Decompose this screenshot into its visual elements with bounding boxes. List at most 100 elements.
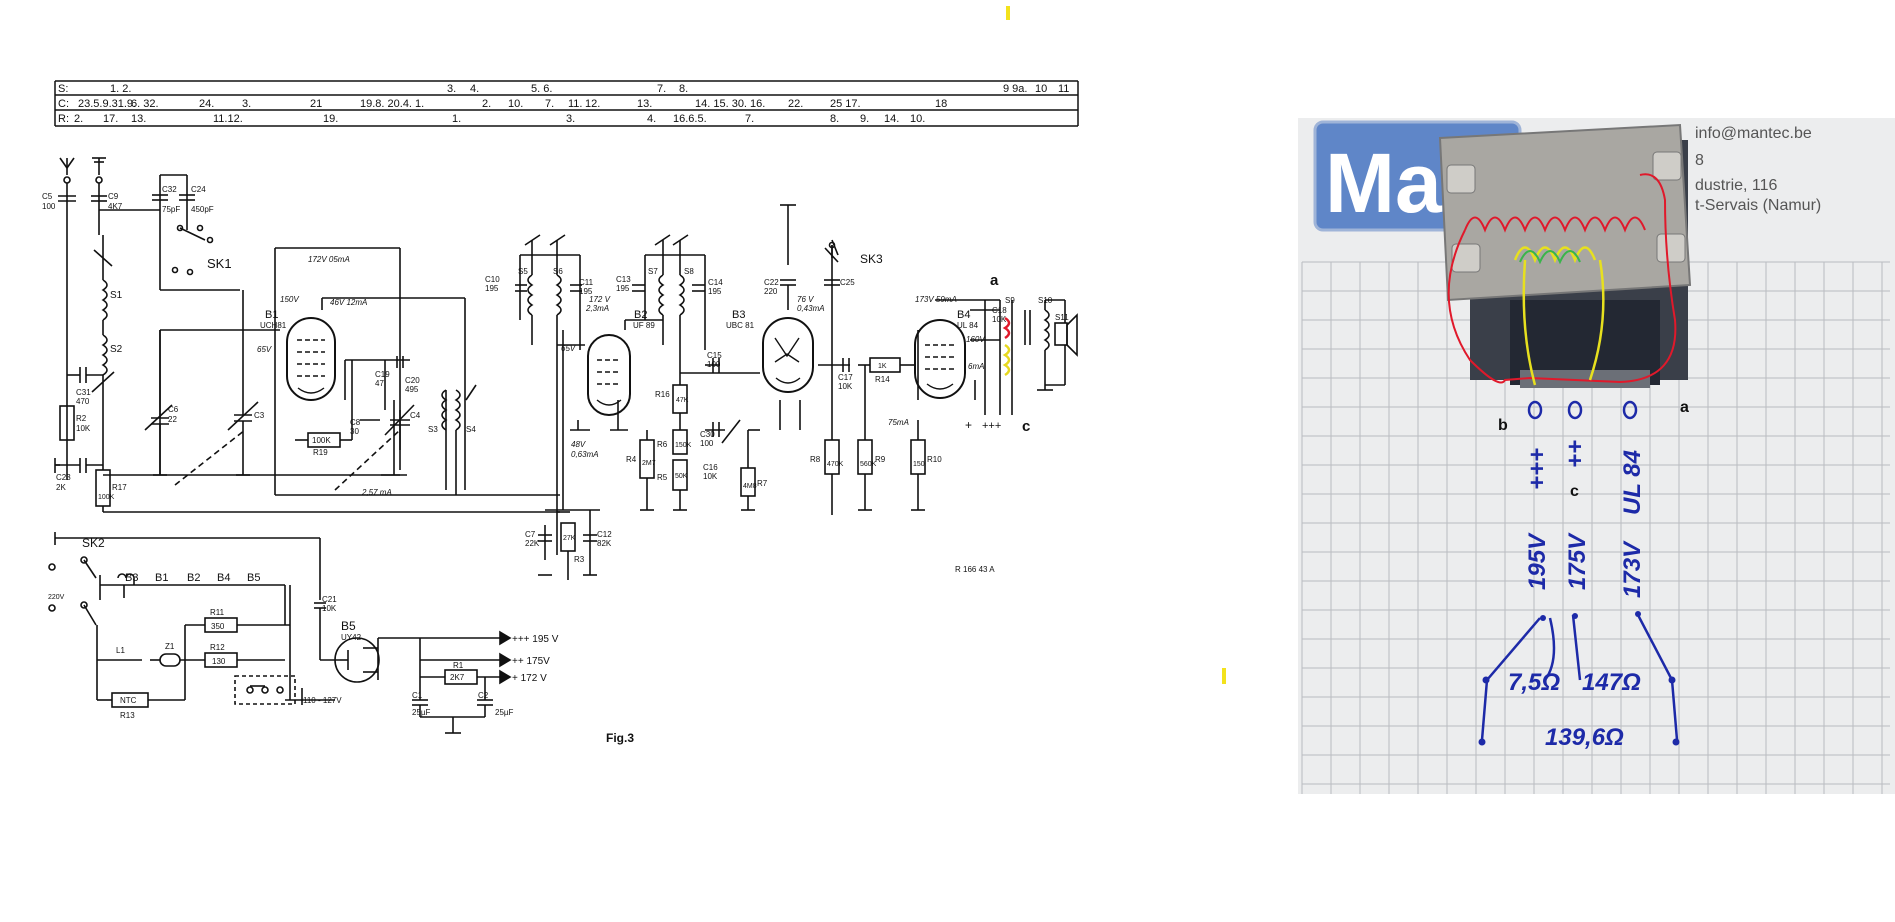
label-c12: C12 <box>597 530 612 539</box>
label-b2-chain: B2 <box>187 572 200 584</box>
strip-c-item: 6. 32. <box>131 98 159 110</box>
label-tube-b2-v3: 65V <box>561 344 576 353</box>
schematic-wiring <box>48 157 1078 734</box>
tube-envelopes <box>286 317 966 416</box>
label-tube-b3-v1: 76 V <box>797 295 814 304</box>
label-c10: C10 <box>485 275 500 284</box>
label-r2-value: 10K <box>76 424 91 433</box>
label-tube-b2: B2 <box>634 309 647 321</box>
label-tube-b1-v1: 150V <box>280 295 299 304</box>
label-ntc: NTC <box>120 696 137 705</box>
label-c8-value: 30 <box>350 427 359 436</box>
label-c32: C32 <box>162 185 177 194</box>
strip-r-item: 8. <box>830 113 839 125</box>
label-r7-value: 4M8 <box>743 483 757 490</box>
label-s3: S3 <box>428 425 438 434</box>
label-r3-value: 27K <box>563 535 576 542</box>
label-r3: R3 <box>574 555 585 564</box>
label-s11: S11 <box>1055 313 1069 322</box>
label-c22: C22 <box>764 278 779 287</box>
label-s1: S1 <box>110 290 123 301</box>
photo-label-c: c <box>1570 483 1579 500</box>
label-r8-value: 470K <box>827 461 844 468</box>
label-c21: C21 <box>322 595 337 604</box>
label-current-257: 2,57 mA <box>361 488 392 497</box>
label-tube-b4-type: UL 84 <box>957 321 979 330</box>
strip-s-item: 8. <box>679 83 688 95</box>
schematic-labels: C5 100 C9 4K7 C32 75pF C24 450pF SK1 S1 … <box>42 185 1069 745</box>
strip-r-item: 3. <box>566 113 575 125</box>
yellow-mark <box>1006 6 1010 20</box>
label-output-175: ++ 175V <box>512 656 550 667</box>
tube-b1 <box>286 317 336 401</box>
label-c16-value: 10K <box>703 472 718 481</box>
photo-label-b: b <box>1498 417 1508 434</box>
label-tube-b1-v3: 46V 12mA <box>330 298 367 307</box>
strip-r-item: 9. <box>860 113 869 125</box>
label-r19: R19 <box>313 448 328 457</box>
strip-c-item: 13. <box>637 98 652 110</box>
label-r9-value: 560K <box>860 461 877 468</box>
label-b4-chain: B4 <box>217 572 230 584</box>
label-c16: C16 <box>703 463 718 472</box>
label-r9: R9 <box>875 455 886 464</box>
strip-c-item: 23.5.9.31.9. <box>78 98 136 110</box>
label-mains: 220V <box>48 594 65 601</box>
strip-r-item: 10. <box>910 113 925 125</box>
label-plus-1: + <box>965 418 972 432</box>
handwritten-pin-c: ++ <box>1562 440 1589 468</box>
strip-r-item: 11.12. <box>213 113 243 125</box>
yellow-winding-drawing <box>1513 246 1605 386</box>
label-tube-b2-v2: 2,3mA <box>585 304 609 313</box>
label-c17-value: 10K <box>838 382 853 391</box>
label-z1: Z1 <box>165 642 175 651</box>
label-c8: C8 <box>350 418 361 427</box>
label-uy42: UY42 <box>341 633 362 642</box>
label-tube-b1-type: UCH81 <box>260 321 287 330</box>
strip-c-item: 19.8. 20.4. <box>360 98 412 110</box>
handwritten-voltage-a: 173V <box>1619 540 1646 598</box>
label-c-schematic: c <box>1022 418 1030 435</box>
label-c15-value: 100 <box>707 360 721 369</box>
strip-c-item: 25 17. <box>830 98 861 110</box>
label-c3: C3 <box>254 411 265 420</box>
label-c30: C30 <box>700 430 715 439</box>
label-r19-value: 100K <box>312 436 331 445</box>
pin-dots <box>1478 611 1680 746</box>
strip-c-item: 10. <box>508 98 523 110</box>
label-r1: R1 <box>453 661 464 670</box>
strip-c-item: 14. 15. 30. 16. <box>695 98 765 110</box>
label-s7: S7 <box>648 267 658 276</box>
label-b3-chain: B3 <box>125 572 138 584</box>
label-l1: L1 <box>116 646 125 655</box>
label-c7-value: 22K <box>525 539 540 548</box>
strip-c-item: 7. <box>545 98 554 110</box>
strip-s-item: 5. 6. <box>531 83 552 95</box>
label-s10: S10 <box>1038 296 1053 305</box>
yellow-marking <box>1002 343 1011 377</box>
label-r8: R8 <box>810 455 821 464</box>
label-c21-value: 10K <box>322 604 337 613</box>
strip-row-r-label: R: <box>58 113 69 125</box>
label-r16-value: 47K <box>676 397 689 404</box>
label-r5-value: 50K <box>675 473 688 480</box>
label-tube-b4: B4 <box>957 309 970 321</box>
photo-panel: Mant info@mantec.be 8 dustrie, 116 t-Ser… <box>1298 118 1895 794</box>
strip-c-item: 18 <box>935 98 947 110</box>
strip-r-item: 13. <box>131 113 146 125</box>
strip-c-item: 3. <box>242 98 251 110</box>
strip-s-item: 4. <box>470 83 479 95</box>
label-c5-value: 100 <box>42 202 56 211</box>
label-c10-value: 195 <box>485 284 499 293</box>
label-r16: R16 <box>655 390 670 399</box>
label-c6: C6 <box>168 405 179 414</box>
strip-r-item: 4. <box>647 113 656 125</box>
label-sk2: SK2 <box>82 536 105 550</box>
label-output-195: +++ 195 V <box>512 634 559 645</box>
label-r14-value: 1K <box>878 363 887 370</box>
label-c31: C31 <box>76 388 91 397</box>
label-c22-value: 220 <box>764 287 778 296</box>
label-tube-b2-type: UF 89 <box>633 321 655 330</box>
strip-s-item: 3. <box>447 83 456 95</box>
